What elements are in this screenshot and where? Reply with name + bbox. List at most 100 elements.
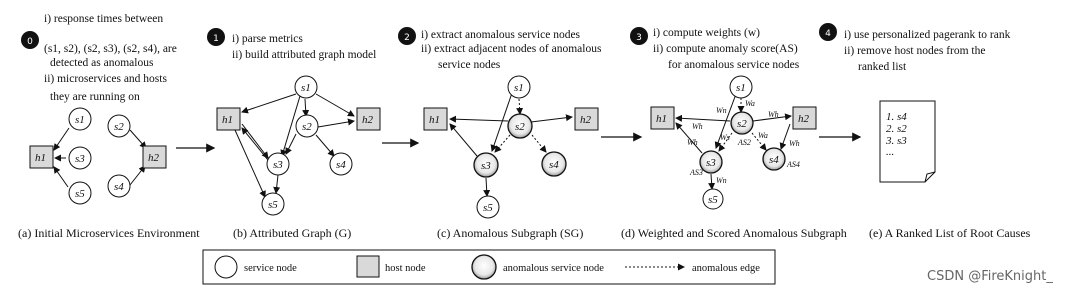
node-label-s4: s4: [336, 159, 346, 171]
as-label-s2: AS2: [737, 138, 751, 147]
host-node-h1: [423, 107, 448, 131]
step-3-line-2: ii) compute anomaly score(AS): [653, 43, 798, 55]
weight-label-wn-2: Wn: [716, 176, 727, 185]
service-node-s4: [329, 152, 353, 176]
host-node-h1: [650, 106, 675, 130]
service-node-s2: [107, 114, 131, 138]
anomalous-node-s2: [507, 113, 533, 139]
step-badge-4-label: 4: [825, 29, 831, 39]
legend-anomalous-node-icon: [471, 254, 497, 280]
weight-label-wh-2: Wh: [768, 110, 779, 119]
node-label-s2: s2: [114, 121, 124, 133]
weight-label-wn-1: Wn: [716, 106, 727, 115]
node-label-s1: s1: [736, 82, 746, 94]
host-node-h1: [216, 107, 241, 131]
node-label-s4: s4: [549, 159, 559, 171]
node-label-s2: s2: [515, 121, 525, 133]
node-label-h1: h1: [35, 152, 46, 164]
step-1-line-2: ii) build attributed graph model: [232, 49, 376, 61]
service-node-s2: [295, 114, 319, 138]
step-2-line-1: i) extract anomalous service nodes: [421, 29, 581, 41]
node-label-h1: h1: [656, 113, 667, 125]
caption-b: (b) Attributed Graph (G): [233, 226, 351, 240]
step-1-header: 1 i) parse metrics ii) build attributed …: [207, 28, 376, 61]
host-node-h1: [29, 145, 54, 169]
service-node-s4: [107, 174, 131, 198]
node-label-s1: s1: [514, 82, 524, 94]
node-label-s2: s2: [302, 121, 312, 133]
weight-label-wa-2: Wa: [758, 131, 768, 140]
service-node-s3: [266, 152, 290, 176]
ranked-item-more: ...: [886, 146, 894, 158]
step-4-line-2: ii) remove host nodes from the: [844, 45, 985, 57]
legend-host-node-icon: [356, 255, 380, 278]
step-badge-4: [819, 23, 837, 41]
caption-d: (d) Weighted and Scored Anomalous Subgra…: [621, 226, 847, 240]
node-label-s5: s5: [75, 188, 85, 200]
host-node-h2: [792, 106, 817, 130]
node-label-s3: s3: [75, 153, 85, 165]
step-badge-1: [207, 28, 225, 46]
node-label-s3: s3: [273, 159, 283, 171]
step-3-line-1: i) compute weights (w): [653, 27, 760, 39]
step-badge-0: [21, 31, 39, 49]
caption-e: (e) A Ranked List of Root Causes: [869, 226, 1031, 240]
ranked-item-1: 1. s4: [886, 111, 907, 123]
service-node-s1: [507, 75, 531, 99]
node-label-s5: s5: [268, 199, 278, 211]
node-label-s5: s5: [483, 202, 493, 214]
node-label-h1: h1: [429, 114, 440, 126]
panel-b-graph: h1 h2 s1 s2 s3 s4 s5: [216, 75, 381, 216]
ranked-list-document: [879, 100, 936, 183]
legend-service-node-icon: [214, 255, 238, 279]
step-badge-0-label: 0: [27, 37, 33, 47]
service-node-s3: [68, 146, 92, 170]
node-label-s4: s4: [114, 181, 124, 193]
node-label-s2: s2: [737, 118, 747, 130]
step-4-line-1: i) use personalized pagerank to rank: [844, 29, 1011, 41]
service-node-s5: [476, 195, 500, 219]
host-node-h2: [142, 145, 167, 169]
ranked-item-3: 3. s3: [885, 135, 907, 147]
as-label-s3: AS3: [689, 168, 703, 177]
step-0-line-5: they are running on: [50, 91, 140, 103]
node-label-s5: s5: [708, 194, 718, 206]
anomalous-node-s4: [762, 147, 786, 171]
step-badge-2: [398, 27, 416, 45]
step-4-line-3: ranked list: [858, 61, 907, 73]
anomalous-node-s3: [473, 152, 499, 178]
node-label-h2: h2: [580, 114, 592, 126]
legend-service-node: service node: [244, 263, 297, 274]
anomalous-node-s2: [730, 111, 754, 135]
legend-host-node: host node: [385, 263, 426, 274]
ranked-item-2: 2. s2: [886, 123, 907, 135]
anomalous-node-s3: [699, 150, 723, 174]
anomalous-node-s4: [541, 151, 567, 177]
caption-a: (a) Initial Microservices Environment: [18, 226, 200, 240]
host-node-h2: [574, 107, 599, 131]
panel-c-graph: h1 h2 s1 s2 s3 s4 s5: [423, 75, 599, 219]
legend: service node host node anomalous service…: [202, 249, 776, 285]
service-node-s5: [261, 192, 285, 216]
step-2-line-3: service nodes: [438, 59, 501, 71]
node-label-h1: h1: [222, 114, 233, 126]
weight-label-wh-3: Wh: [687, 138, 698, 147]
node-label-h2: h2: [362, 114, 374, 126]
step-badge-3: [630, 27, 648, 45]
step-0-header: 0 i) response times between (s1, s2), (s…: [21, 13, 177, 103]
weight-label-wh-1: Wh: [692, 122, 703, 131]
node-label-s3: s3: [481, 160, 491, 172]
as-label-s4: AS4: [786, 160, 800, 169]
step-0-line-4: ii) microservices and hosts: [44, 73, 167, 85]
step-0-line-1: i) response times between: [44, 13, 163, 25]
service-node-s5: [702, 188, 724, 210]
panel-d-graph: h1 h2 s1 s2 s3 s4 s5 Wh Wh Wh Wh Wa Wn W…: [650, 75, 817, 210]
node-label-s3: s3: [706, 157, 716, 169]
service-node-s1: [68, 107, 92, 131]
step-1-line-1: i) parse metrics: [232, 33, 303, 45]
step-3-header: 3 i) compute weights (w) ii) compute ano…: [630, 27, 800, 71]
panel-e-ranked-list: 1. s4 2. s2 3. s3 ...: [879, 100, 936, 183]
step-badge-3-label: 3: [636, 33, 642, 43]
host-node-h2: [356, 107, 381, 131]
step-0-line-2: (s1, s2), (s2, s3), (s2, s4), are: [44, 43, 177, 55]
